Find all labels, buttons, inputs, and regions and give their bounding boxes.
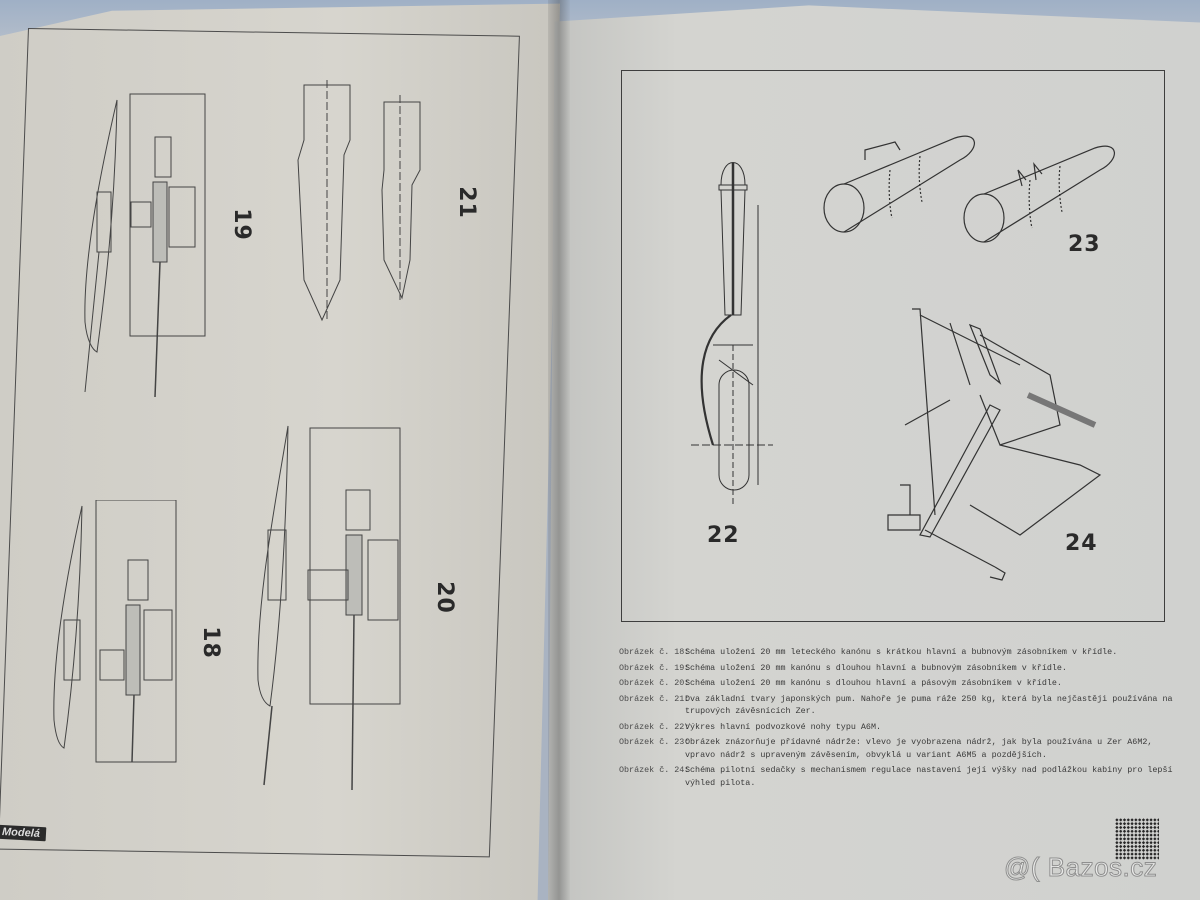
- caption-19: Obrázek č. 19: Schéma uložení 20 mm kanó…: [619, 662, 1179, 675]
- caption-label: Obrázek č. 19:: [619, 662, 690, 673]
- caption-label: Obrázek č. 22:: [619, 721, 690, 732]
- caption-label: Obrázek č. 21:: [619, 693, 690, 704]
- caption-21: Obrázek č. 21: Dva základní tvary japons…: [619, 693, 1179, 718]
- magazine-brand-stamp: Modelá: [0, 824, 47, 842]
- caption-18: Obrázek č. 18: Schéma uložení 20 mm lete…: [619, 646, 1179, 659]
- figure-19-drawing: 19: [75, 92, 254, 402]
- caption-text: Schéma uložení 20 mm kanónu s dlouhou hl…: [685, 662, 1067, 673]
- figure-23-drawing: 23: [820, 130, 1120, 260]
- figure-20-drawing: 20: [250, 420, 457, 800]
- figure-22-drawing: 22: [683, 145, 783, 548]
- drop-tank-a6m2: [823, 135, 975, 233]
- figure-21-drawing: 21: [292, 80, 479, 325]
- drop-tank-a6m5: [963, 145, 1115, 243]
- figure-20-number: 20: [431, 581, 457, 614]
- caption-label: Obrázek č. 23:: [619, 737, 690, 747]
- left-page: [0, 3, 560, 900]
- figure-24-drawing: 24: [880, 305, 1120, 585]
- caption-text: Výkres hlavní podvozkové nohy typu A6M.: [685, 721, 882, 732]
- right-page-frame: [621, 70, 1165, 622]
- caption-text: Schéma uložení 20 mm leteckého kanónu s …: [685, 647, 1118, 657]
- figure-18-drawing: 18: [48, 500, 223, 770]
- book-gutter: [548, 0, 570, 900]
- figure-captions: Obrázek č. 18: Schéma uložení 20 mm lete…: [619, 646, 1179, 792]
- caption-text: Schéma uložení 20 mm kanónu s dlouhou hl…: [685, 678, 1062, 688]
- bazos-watermark: @( Bazos.cz: [1003, 852, 1158, 883]
- caption-23: Obrázek č. 23: Obrázek znázorňuje přídav…: [619, 736, 1179, 761]
- caption-text: Dva základní tvary japonských pum. Nahoř…: [685, 693, 1173, 717]
- caption-label: Obrázek č. 18:: [619, 647, 690, 657]
- figure-19-number: 19: [228, 208, 254, 241]
- caption-22: Obrázek č. 22: Výkres hlavní podvozkové …: [619, 721, 1179, 734]
- figure-23-number: 23: [1068, 232, 1101, 257]
- figure-24-number: 24: [1065, 531, 1098, 556]
- right-page: [548, 5, 1200, 900]
- caption-label: Obrázek č. 20:: [619, 678, 690, 688]
- caption-20: Obrázek č. 20: Schéma uložení 20 mm kanó…: [619, 677, 1179, 690]
- figure-18-number: 18: [197, 626, 223, 659]
- caption-text: Obrázek znázorňuje přídavné nádrže: vlev…: [685, 737, 1153, 760]
- halftone-pattern-block: [1115, 818, 1159, 860]
- caption-text: Schéma pilotní sedačky s mechanismem reg…: [685, 765, 1173, 788]
- figure-22-number: 22: [707, 523, 740, 548]
- caption-24: Obrázek č. 24: Schéma pilotní sedačky s …: [619, 764, 1179, 789]
- figure-21-number: 21: [453, 186, 479, 219]
- caption-label: Obrázek č. 24:: [619, 765, 690, 775]
